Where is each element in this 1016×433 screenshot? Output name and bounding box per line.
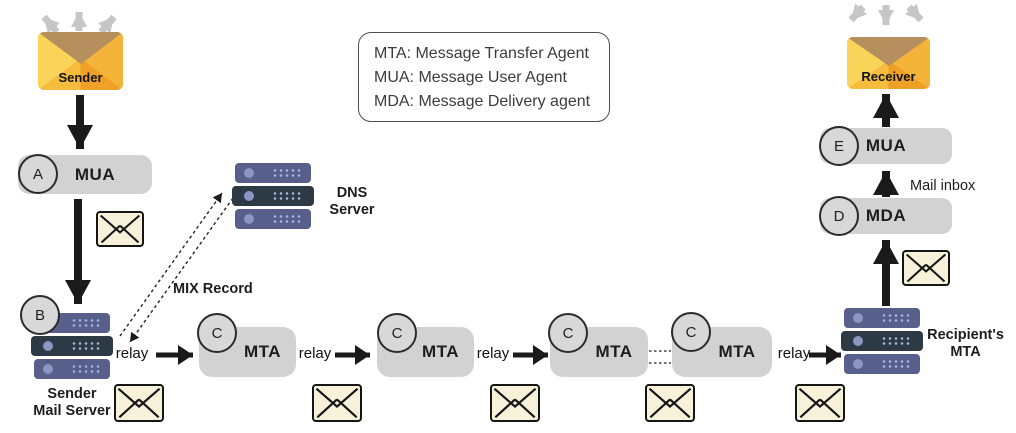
receiver-envelope-icon: Receiver	[847, 37, 930, 89]
dns-server-icon	[232, 163, 314, 229]
server-dots	[881, 313, 911, 323]
server-led	[244, 168, 254, 178]
message-envelope-icon	[645, 384, 695, 422]
envelope-fold-lines	[648, 387, 692, 419]
legend-line-mua: MUA: Message User Agent	[374, 69, 567, 86]
server-dots	[71, 341, 101, 351]
mail-inbox-label: Mail inbox	[910, 178, 976, 194]
legend-line-mda: MDA: Message Delivery agent	[374, 93, 591, 110]
badge-d: D	[819, 196, 859, 236]
node-label: MUA	[74, 164, 116, 184]
relay-label-3: relay	[476, 345, 510, 362]
server-led	[43, 364, 53, 374]
message-envelope-icon	[490, 384, 540, 422]
mix-record-label: MIX Record	[173, 281, 253, 297]
badge-c: C	[671, 312, 711, 352]
badge-c: C	[548, 313, 588, 353]
server-row	[235, 209, 311, 229]
recipient-mta-label: Recipient's MTA	[927, 327, 1004, 360]
server-dots	[881, 359, 911, 369]
envelope-fold-lines	[117, 387, 161, 419]
message-envelope-icon	[902, 250, 950, 286]
server-dots	[272, 191, 302, 201]
node-label: MUA	[865, 136, 907, 155]
dns-server-label: DNS Server	[329, 185, 375, 218]
server-dots	[71, 364, 101, 374]
server-led	[43, 341, 53, 351]
server-dots	[272, 168, 302, 178]
receiver-label: Receiver	[861, 69, 916, 84]
relay-label-1: relay	[115, 345, 149, 362]
server-row	[844, 308, 920, 328]
message-envelope-icon	[795, 384, 845, 422]
relay-label-4: relay	[777, 345, 811, 362]
server-row	[841, 331, 923, 351]
badge-b: B	[20, 295, 60, 335]
recipient-mta-server-icon	[841, 308, 923, 374]
broadcast-arrows-icon	[848, 3, 924, 25]
server-dots	[881, 336, 911, 346]
envelope-fold-lines	[315, 387, 359, 419]
envelope-flap	[847, 37, 930, 66]
server-led	[853, 313, 863, 323]
legend-line-mta: MTA: Message Transfer Agent	[374, 45, 589, 62]
sender-envelope-icon: Sender	[38, 32, 123, 90]
message-envelope-icon	[96, 211, 144, 247]
badge-c: C	[377, 313, 417, 353]
server-row	[31, 336, 113, 356]
sender-label: Sender	[58, 70, 103, 85]
badge-c: C	[197, 313, 237, 353]
node-label: MTA	[718, 342, 756, 361]
node-label: MTA	[243, 342, 282, 361]
server-row	[844, 354, 920, 374]
sender-mail-server-label: Sender Mail Server	[33, 386, 111, 419]
server-led	[244, 214, 254, 224]
legend-box: MTA: Message Transfer Agent MUA: Message…	[358, 32, 610, 122]
server-led	[853, 336, 863, 346]
envelope-fold-lines	[493, 387, 537, 419]
server-row	[232, 186, 314, 206]
relay-label-2: relay	[298, 345, 332, 362]
message-envelope-icon	[114, 384, 164, 422]
server-row	[34, 359, 110, 379]
node-label: MDA	[865, 206, 907, 225]
server-row	[235, 163, 311, 183]
server-led	[853, 359, 863, 369]
badge-a: A	[18, 154, 58, 194]
envelope-fold-lines	[905, 253, 947, 283]
envelope-fold-lines	[99, 214, 141, 244]
server-led	[244, 191, 254, 201]
envelope-fold-lines	[798, 387, 842, 419]
server-dots	[272, 214, 302, 224]
node-label: MTA	[421, 342, 460, 361]
envelope-flap	[38, 32, 123, 64]
node-label: MTA	[595, 342, 633, 361]
message-envelope-icon	[312, 384, 362, 422]
broadcast-arrows-icon	[41, 12, 117, 35]
badge-e: E	[819, 126, 859, 166]
server-dots	[71, 318, 101, 328]
dns-query-arrow	[119, 192, 223, 337]
